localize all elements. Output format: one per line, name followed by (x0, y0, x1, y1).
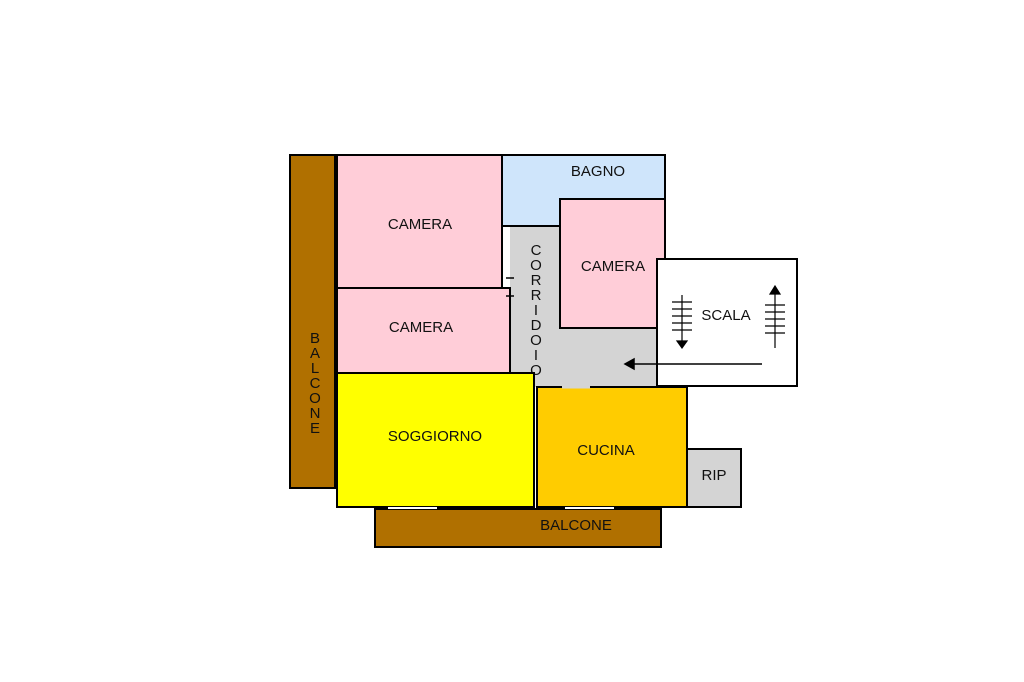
svg-text:A: A (310, 345, 320, 362)
corridoio-label: C O R R I D O I O (530, 242, 542, 379)
camera-top-label: CAMERA (388, 216, 452, 233)
camera-top-area (336, 154, 503, 289)
corridoio-area (510, 226, 657, 387)
stairs-down-icon (672, 295, 692, 350)
svg-text:O: O (530, 257, 542, 274)
rip-label: RIP (701, 467, 726, 484)
camera-middle-label: CAMERA (389, 319, 453, 336)
balcone-left-label: B A L C O N E (309, 330, 321, 437)
balcone-bottom-area (374, 508, 662, 548)
scala-label: SCALA (701, 307, 750, 324)
svg-text:N: N (310, 405, 321, 422)
svg-text:D: D (531, 317, 542, 334)
camera-right-label: CAMERA (581, 258, 645, 275)
svg-text:O: O (309, 390, 321, 407)
bagno-label: BAGNO (571, 163, 625, 180)
balcone-left-area (289, 154, 336, 489)
svg-text:E: E (310, 420, 320, 437)
entrance-arrow-icon (623, 357, 762, 371)
svg-text:B: B (310, 330, 320, 347)
soggiorno-label: SOGGIORNO (388, 428, 482, 445)
rip-area (686, 448, 742, 508)
svg-text:I: I (534, 347, 538, 364)
stairs-up-icon (765, 284, 785, 348)
svg-text:O: O (530, 362, 542, 379)
soggiorno-area (336, 372, 535, 508)
svg-text:R: R (531, 287, 542, 304)
cucina-label: CUCINA (577, 442, 635, 459)
svg-text:C: C (310, 375, 321, 392)
svg-text:R: R (531, 272, 542, 289)
svg-text:L: L (311, 360, 319, 377)
cucina-area (536, 386, 688, 508)
balcone-bottom-label: BALCONE (540, 517, 612, 534)
svg-text:I: I (534, 302, 538, 319)
svg-text:C: C (531, 242, 542, 259)
svg-text:O: O (530, 332, 542, 349)
